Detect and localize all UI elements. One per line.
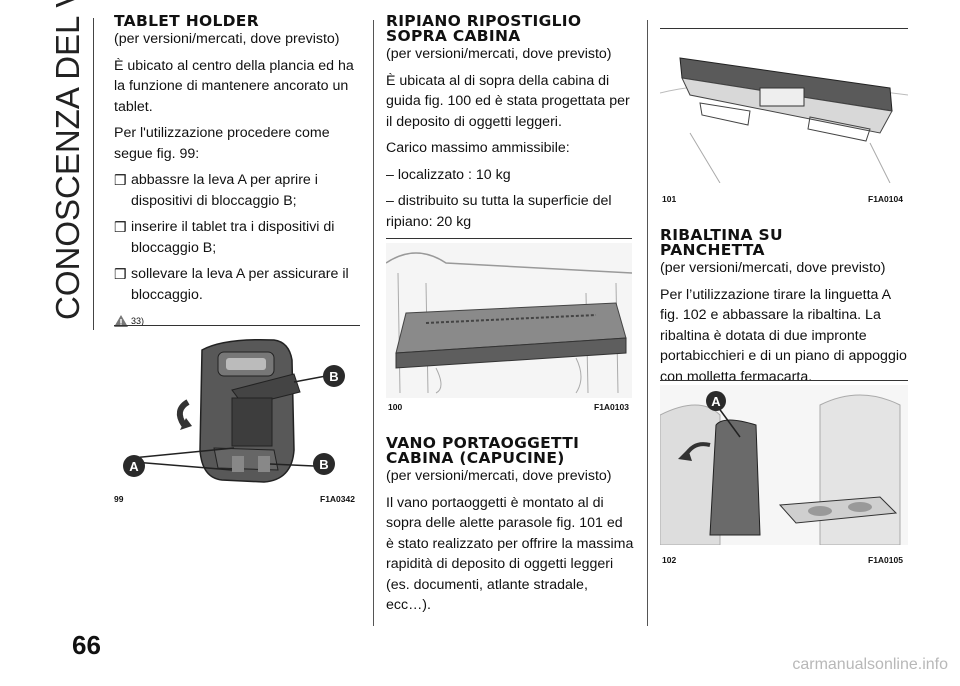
side-section-title: CONOSCENZA DEL VEICOLO [49,0,86,320]
list-item-text: inserire il tablet tra i dispositivi di … [131,219,335,256]
column-divider-1 [373,20,374,626]
heading-tablet-holder: TABLET HOLDER [114,12,259,30]
figure-code: F1A0103 [594,402,629,412]
figure-code: F1A0104 [868,194,903,204]
figure-code: F1A0342 [320,494,355,504]
svg-text:B: B [319,457,328,472]
column-1: TABLET HOLDER (per versioni/mercati, dov… [114,12,362,332]
list-item: ❒inserire il tablet tra i dispositivi di… [114,217,362,258]
warning-reference: 33) [114,311,362,332]
figure-number: 101 [662,194,677,204]
paragraph: Per l'utilizzazione procedere come segue… [114,125,330,162]
callout-a [123,455,145,477]
checkbox-bullet-icon: ❒ [114,172,127,188]
figure-100-overhead-shelf [386,243,632,398]
column-divider-2 [647,20,648,626]
paragraph: – distribuito su tutta la superficie del… [386,193,612,230]
subheading: (per versioni/mercati, dove previsto) [660,260,886,276]
page-number: 66 [72,630,101,660]
paragraph: – localizzato : 10 kg [386,166,511,183]
paragraph: Carico massimo ammissibile: [386,140,570,156]
figure-rule [660,28,908,29]
subheading: (per versioni/mercati, dove previsto) [386,468,612,484]
checkbox-bullet-icon: ❒ [114,266,127,282]
figure-rule [660,380,908,381]
figure-102-folding-tray: A [660,385,908,545]
figure-rule [386,238,632,239]
list-item: ❒sollevare la leva A per assicurare il b… [114,264,362,305]
list-item: ❒abbassre la leva A per aprire i disposi… [114,170,362,211]
figure-number: 99 [114,494,124,504]
list-item-text: abbassre la leva A per aprire i disposit… [131,172,318,209]
figure-99-tablet-holder: B A B [114,330,360,490]
svg-text:A: A [129,459,139,474]
figure-code: F1A0105 [868,555,903,565]
figure-101-cabin-storage [660,33,908,183]
paragraph: Il vano portaoggetti è montato al di sop… [386,494,634,614]
list-item-text: sollevare la leva A per assicurare il bl… [131,266,349,303]
subheading: (per versioni/mercati, dove previsto) [386,46,612,62]
paragraph: È ubicato al centro della plancia ed ha … [114,57,354,115]
subheading: (per versioni/mercati, dove previsto) [114,31,340,47]
callout-b-top [323,365,345,387]
paragraph: Per l’utilizzazione tirare la linguetta … [660,286,907,385]
figure-rule [114,325,360,326]
svg-text:B: B [329,369,338,384]
figure-number: 100 [388,402,403,412]
watermark: carmanualsonline.info [792,656,948,673]
callout-a [706,391,726,411]
svg-text:A: A [711,394,721,409]
checkbox-bullet-icon: ❒ [114,219,127,235]
figure-number: 102 [662,555,677,565]
callout-b-bottom [313,453,335,475]
paragraph: È ubicata al di sopra della cabina di gu… [386,72,630,130]
side-divider [93,18,94,330]
